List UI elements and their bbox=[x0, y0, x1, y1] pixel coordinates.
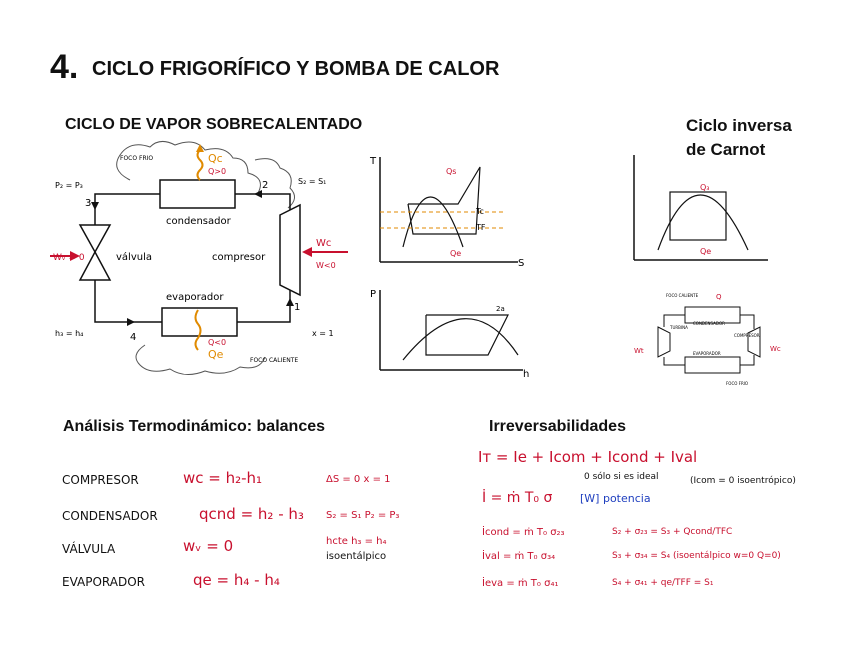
right-section-title-line1: Ciclo inversa bbox=[686, 116, 792, 135]
irrev-eva-rhs: S₄ + σ₄₁ + qe/TFF = S₁ bbox=[612, 578, 714, 588]
wc-condition: W<0 bbox=[316, 261, 336, 270]
quality-label: x = 1 bbox=[312, 329, 334, 338]
qc-condition: Q>0 bbox=[208, 167, 226, 176]
heat-pump-diagram: FOCO CALIENTE FOCO FRIO Q Wt Wc CONDENSA… bbox=[634, 293, 781, 386]
condenser-row-side: S₂ = S₁ P₂ = P₃ bbox=[326, 510, 400, 521]
valve-row-name: VÁLVULA bbox=[62, 542, 116, 556]
hp-compresor: COMPRESOR bbox=[734, 333, 760, 338]
analysis-title: Análisis Termodinámico: balances bbox=[63, 418, 326, 435]
tf-label: TF bbox=[475, 223, 486, 232]
foco-caliente-label: FOCO CALIENTE bbox=[250, 357, 298, 364]
irrev-isentropic-note: (Icom = 0 isoentrópico) bbox=[690, 476, 796, 486]
irrev-cond-rhs: S₂ + σ₂₃ = S₃ + Qcond/TFC bbox=[612, 527, 733, 537]
page-title: CICLO FRIGORÍFICO Y BOMBA DE CALOR bbox=[92, 58, 500, 80]
irrev-title: Irreversabilidades bbox=[489, 418, 626, 435]
condenser-label: condensador bbox=[166, 216, 232, 227]
hp-wc-label: Wc bbox=[770, 345, 781, 353]
compressor-row-side: ΔS = 0 x = 1 bbox=[326, 474, 391, 485]
state-1-label: 1 bbox=[294, 302, 300, 313]
carnot-diagram: Q₃ Qe bbox=[633, 155, 768, 261]
condenser-row-eq: qcnd = h₂ - h₃ bbox=[199, 505, 304, 523]
hp-evaporador: EVAPORADOR bbox=[693, 351, 721, 356]
ph-diagram: P h 2a bbox=[370, 289, 529, 380]
refrigeration-cycle-diagram: FOCO FRIO Qc Q>0 P₂ = P₃ S₂ = S₁ 2 3 con… bbox=[50, 141, 348, 375]
s-axis-label: S bbox=[518, 258, 524, 269]
h-axis-label: h bbox=[523, 369, 529, 380]
right-section-title-line2: de Carnot bbox=[686, 140, 766, 159]
qc-label: Qc bbox=[208, 152, 223, 165]
carnot-qe-label: Qe bbox=[700, 247, 711, 256]
irrev-power-eq: İ = ṁ T₀ σ bbox=[482, 490, 553, 506]
wv-label: Wᵥ = 0 bbox=[53, 253, 85, 263]
compressor-row-name: COMPRESOR bbox=[62, 473, 139, 487]
foco-frio-label: FOCO FRIO bbox=[120, 155, 153, 162]
state-2a-label: 2a bbox=[496, 305, 505, 313]
valve-label: válvula bbox=[116, 251, 152, 263]
irrev-eva-lhs: İeva = ṁ T₀ σ₄₁ bbox=[482, 578, 559, 589]
left-section-title: CICLO DE VAPOR SOBRECALENTADO bbox=[65, 116, 363, 133]
hp-turbina: TURBINA bbox=[669, 325, 688, 330]
valve-row-side: hcte h₃ = h₄ bbox=[326, 536, 387, 547]
p-axis-label: P bbox=[370, 289, 376, 300]
irrev-main-equation: Iт = Ie + Icom + Icond + Ival bbox=[478, 448, 698, 466]
carnot-q3-label: Q₃ bbox=[700, 183, 710, 192]
qe-ts-label: Qe bbox=[450, 249, 461, 258]
evaporator-label: evaporador bbox=[166, 292, 224, 303]
t-axis-label: T bbox=[369, 156, 377, 167]
tc-label: Tc bbox=[475, 207, 484, 216]
qe-condition: Q<0 bbox=[208, 338, 226, 347]
valve-row-eq: wᵥ = 0 bbox=[183, 537, 234, 555]
irrev-power-note: [W] potencia bbox=[580, 492, 651, 505]
irrev-val-rhs: S₃ + σ₃₄ = S₄ (isoentálpico w=0 Q=0) bbox=[612, 551, 781, 561]
irrev-cond-lhs: İcond = ṁ T₀ σ₂₃ bbox=[482, 527, 565, 538]
enthalpy-equality: h₃ = h₄ bbox=[55, 329, 83, 338]
hp-condensador: CONDENSADOR bbox=[693, 321, 725, 326]
state-4-label: 4 bbox=[130, 332, 136, 343]
irrev-val-lhs: İval = ṁ T₀ σ₃₄ bbox=[482, 551, 556, 562]
wc-label: Wc bbox=[316, 238, 331, 249]
hp-wt-label: Wt bbox=[634, 347, 644, 355]
state-3-label: 3 bbox=[85, 198, 91, 209]
ts-diagram: T S Tc TF Qs Qe bbox=[369, 156, 524, 269]
condenser-row-name: CONDENSADOR bbox=[62, 509, 158, 523]
hp-q-label: Q bbox=[716, 293, 722, 301]
evaporator-row-eq: qe = h₄ - h₄ bbox=[193, 571, 280, 589]
hp-foco-frio: FOCO FRIO bbox=[726, 381, 748, 386]
valve-row-side-note: isoentálpico bbox=[326, 551, 387, 562]
entropy-equality: S₂ = S₁ bbox=[298, 177, 326, 186]
compressor-row-eq: wc = h₂-h₁ bbox=[183, 469, 263, 487]
evaporator-row-name: EVAPORADOR bbox=[62, 575, 145, 589]
state-2-label: 2 bbox=[262, 180, 268, 191]
compressor-label: compresor bbox=[212, 252, 266, 263]
irrev-ideal-note: 0 sólo si es ideal bbox=[584, 472, 659, 482]
qs-label: Qs bbox=[446, 167, 456, 176]
section-number: 4. bbox=[50, 48, 79, 86]
hp-foco-caliente: FOCO CALIENTE bbox=[666, 293, 699, 298]
qe-label: Qe bbox=[208, 348, 224, 361]
pressure-equality: P₂ = P₃ bbox=[55, 181, 83, 190]
